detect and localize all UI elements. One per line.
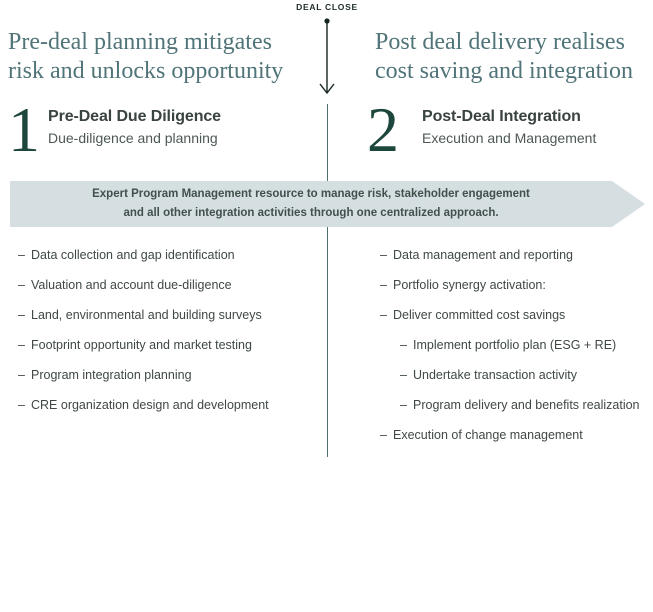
bullet-dash: –: [18, 368, 25, 382]
bullet-dash: –: [380, 308, 387, 322]
list-item: – Valuation and account due-diligence: [18, 278, 269, 292]
list-item-text: Footprint opportunity and market testing: [31, 338, 252, 352]
bullet-dash: –: [18, 338, 25, 352]
list-subitem: – Program delivery and benefits realizat…: [380, 398, 640, 412]
list-item: – Land, environmental and building surve…: [18, 308, 269, 322]
phase-2-number: 2: [367, 94, 399, 165]
pre-deal-headline: Pre-deal planning mitigates risk and unl…: [8, 28, 318, 86]
list-item: – Data management and reporting: [380, 248, 640, 262]
phase-1-title: Pre-Deal Due Diligence: [48, 108, 221, 125]
phase-1-number: 1: [8, 94, 40, 165]
post-deal-activity-list: – Data management and reporting – Portfo…: [380, 248, 640, 458]
phase-2-subtitle: Execution and Management: [422, 130, 597, 146]
phase-2-title: Post-Deal Integration: [422, 108, 581, 125]
program-management-banner: Expert Program Management resource to ma…: [10, 181, 645, 227]
timeline-divider-line: [327, 104, 328, 457]
list-item-text: Execution of change management: [393, 428, 583, 442]
pre-deal-activity-list: – Data collection and gap identification…: [18, 248, 269, 428]
bullet-dash: –: [18, 308, 25, 322]
bullet-dash: –: [380, 278, 387, 292]
list-item-text: Data management and reporting: [393, 248, 573, 262]
pre-deal-headline-line2: risk and unlocks opportunity: [8, 58, 284, 84]
list-item-text: Undertake transaction activity: [413, 368, 577, 382]
bullet-dash: –: [380, 428, 387, 442]
list-item-text: Deliver committed cost savings: [393, 308, 566, 322]
list-item: – Portfolio synergy activation:: [380, 278, 640, 292]
list-item: – Program integration planning: [18, 368, 269, 382]
phase-2-header: Post-Deal Integration Execution and Mana…: [422, 108, 596, 146]
banner-line1: Expert Program Management resource to ma…: [92, 188, 530, 200]
bullet-dash: –: [18, 398, 25, 412]
bullet-dash: –: [400, 398, 407, 412]
bullet-dash: –: [18, 248, 25, 262]
banner-line2: and all other integration activities thr…: [123, 207, 499, 219]
phase-1-subtitle: Due-diligence and planning: [48, 130, 218, 146]
list-item: – Execution of change management: [380, 428, 640, 442]
list-item-text: Valuation and account due-diligence: [31, 278, 232, 292]
list-item: – CRE organization design and developmen…: [18, 398, 269, 412]
list-item-text: CRE organization design and development: [31, 398, 269, 412]
post-deal-headline: Post deal delivery realises cost saving …: [375, 28, 653, 86]
deal-close-label: DEAL CLOSE: [296, 2, 358, 12]
bullet-dash: –: [380, 248, 387, 262]
list-item-text: Program delivery and benefits realizatio…: [413, 398, 640, 412]
list-item: – Footprint opportunity and market testi…: [18, 338, 269, 352]
post-deal-headline-line1: Post deal delivery realises: [375, 29, 625, 55]
list-item-text: Land, environmental and building surveys: [31, 308, 262, 322]
phase-1-header: Pre-Deal Due Diligence Due-diligence and…: [48, 108, 221, 146]
list-item-text: Data collection and gap identification: [31, 248, 235, 262]
deal-close-arrow-icon: [319, 18, 335, 95]
list-item-text: Program integration planning: [31, 368, 192, 382]
bullet-dash: –: [400, 368, 407, 382]
list-item: – Deliver committed cost savings: [380, 308, 640, 322]
list-subitem: – Implement portfolio plan (ESG + RE): [380, 338, 640, 352]
bullet-dash: –: [400, 338, 407, 352]
list-item-text: Portfolio synergy activation:: [393, 278, 546, 292]
bullet-dash: –: [18, 278, 25, 292]
list-item-text: Implement portfolio plan (ESG + RE): [413, 338, 617, 352]
post-deal-headline-line2: cost saving and integration: [375, 58, 633, 84]
list-subitem: – Undertake transaction activity: [380, 368, 640, 382]
list-item: – Data collection and gap identification: [18, 248, 269, 262]
pre-deal-headline-line1: Pre-deal planning mitigates: [8, 29, 272, 55]
